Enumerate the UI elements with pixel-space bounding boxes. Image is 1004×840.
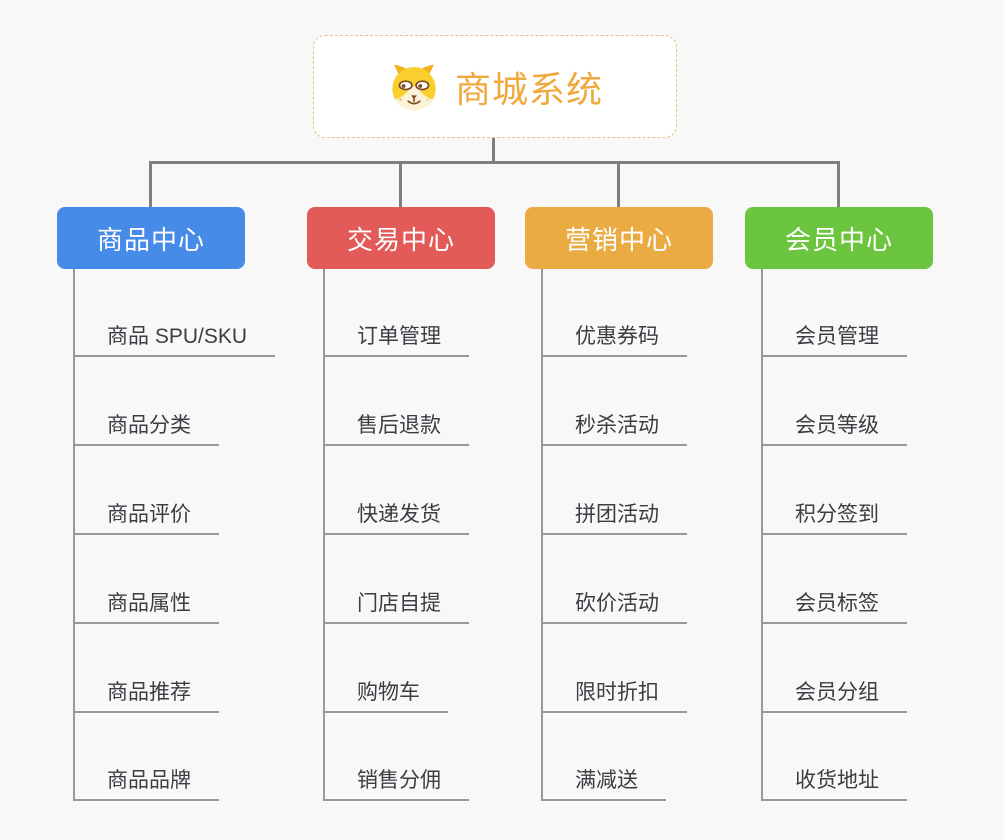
connector-root-drop [492, 138, 495, 163]
tree-item[interactable]: 积分签到 [761, 493, 907, 535]
branch-node[interactable]: 交易中心 [307, 207, 495, 269]
branch-node-label: 营销中心 [564, 224, 673, 255]
branch-node[interactable]: 商品中心 [57, 207, 245, 269]
tree-item[interactable]: 快递发货 [323, 493, 469, 535]
branch-column-trade: 交易中心 订单管理售后退款快递发货门店自提购物车销售分佣 [307, 207, 495, 801]
tree-item[interactable]: 收货地址 [761, 759, 907, 801]
branch-node[interactable]: 会员中心 [745, 207, 933, 269]
tree-item[interactable]: 商品推荐 [73, 671, 219, 713]
tree-item[interactable]: 商品品牌 [73, 759, 219, 801]
tree-item[interactable]: 商品 SPU/SKU [73, 315, 276, 357]
branch-column-marketing: 营销中心 优惠券码秒杀活动拼团活动砍价活动限时折扣满减送 [525, 207, 713, 801]
tree-item[interactable]: 售后退款 [323, 404, 469, 446]
connector-horizontal [149, 161, 840, 164]
tree-item[interactable]: 会员分组 [761, 671, 907, 713]
branch-node-label: 商品中心 [96, 224, 205, 255]
tree-item[interactable]: 会员等级 [761, 404, 907, 446]
branch-spine-line [323, 269, 325, 801]
connector-branch-drop [837, 161, 840, 209]
tree-item[interactable]: 满减送 [541, 759, 666, 801]
tree-item[interactable]: 拼团活动 [541, 493, 687, 535]
tree-item[interactable]: 优惠券码 [541, 315, 687, 357]
branch-node-label: 交易中心 [346, 224, 455, 255]
branch-column-products: 商品中心 商品 SPU/SKU 商品分类商品评价商品属性商品推荐商品品牌 [57, 207, 276, 801]
connector-branch-drop [399, 161, 402, 209]
tree-item[interactable]: 会员标签 [761, 582, 907, 624]
connector-branch-drop [617, 161, 620, 209]
connector-branch-drop [149, 161, 152, 209]
tree-item[interactable]: 商品分类 [73, 404, 219, 446]
tree-item[interactable]: 商品评价 [73, 493, 219, 535]
root-node[interactable]: 商城系统 [313, 35, 677, 138]
tree-item[interactable]: 订单管理 [323, 315, 469, 357]
tree-item[interactable]: 门店自提 [323, 582, 469, 624]
tree-item[interactable]: 购物车 [323, 671, 448, 713]
root-title: 商城系统 [454, 68, 603, 110]
tree-item[interactable]: 限时折扣 [541, 671, 687, 713]
tree-item[interactable]: 销售分佣 [323, 759, 469, 801]
tree-item[interactable]: 砍价活动 [541, 582, 687, 624]
branch-node[interactable]: 营销中心 [525, 207, 713, 269]
dog-face-icon [387, 62, 441, 112]
branch-spine-line [73, 269, 75, 801]
tree-item[interactable]: 秒杀活动 [541, 404, 687, 446]
branch-spine-line [541, 269, 543, 801]
branch-spine-line [761, 269, 763, 801]
tree-item[interactable]: 商品属性 [73, 582, 219, 624]
branch-column-members: 会员中心 会员管理会员等级积分签到会员标签会员分组收货地址 [745, 207, 933, 801]
tree-item[interactable]: 会员管理 [761, 315, 907, 357]
branch-node-label: 会员中心 [784, 224, 893, 255]
